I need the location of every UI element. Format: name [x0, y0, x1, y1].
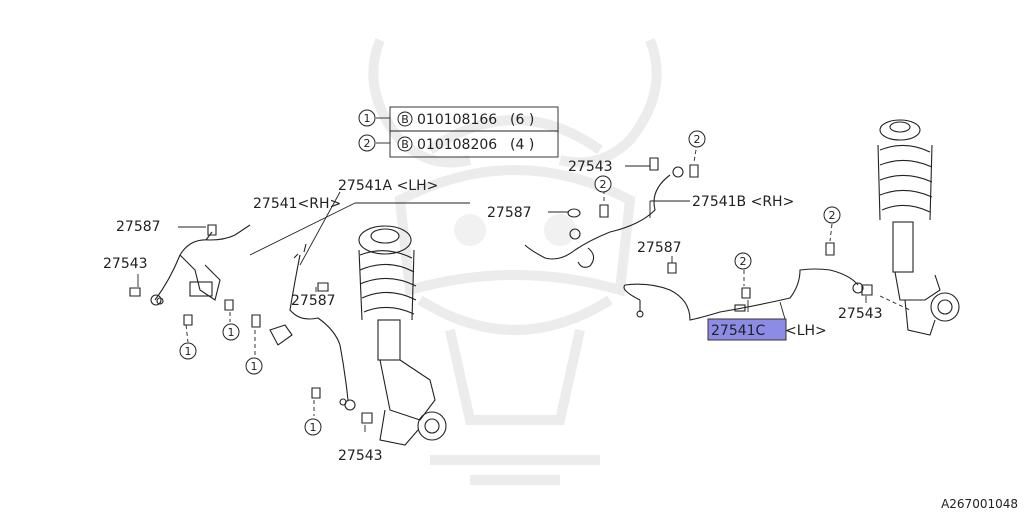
callout-2-b: 2 [594, 175, 612, 193]
legend-row-2-qty: (4 ) [510, 137, 534, 153]
callout-1-d: 1 [304, 418, 322, 436]
callout-markers: 1 1 1 1 2 2 2 2 [179, 130, 841, 436]
legend-table: 1 B 010108166 (6 ) 2 B 010108206 (4 ) [358, 106, 559, 158]
sensor-harness-27541a-lh [269, 243, 356, 411]
label-27541-rh: 27541<RH> [253, 196, 341, 212]
label-27587-right: 27587 [487, 205, 532, 221]
label-27587-mid: 27587 [291, 293, 336, 309]
sensor-harness-27541c-lh [623, 268, 864, 321]
legend-row-2-num: 2 [364, 137, 371, 150]
label-27541c-side: <LH> [785, 323, 827, 339]
leader-lines [137, 149, 911, 432]
fasteners [129, 157, 873, 424]
label-27541b-rh: 27541B <RH> [692, 194, 794, 210]
svg-text:1: 1 [251, 360, 258, 373]
left-strut-assembly [358, 225, 447, 446]
legend-row-1-num: 1 [364, 112, 371, 125]
svg-text:2: 2 [829, 209, 836, 222]
label-27541c-num: 27541C [711, 323, 766, 339]
label-27543-bottom: 27543 [338, 448, 383, 464]
figure-id: A267001048 [941, 497, 1018, 511]
label-27543-right: 27543 [838, 306, 883, 322]
legend-row-1: 1 B 010108166 (6 ) [358, 109, 534, 128]
svg-text:2: 2 [600, 178, 607, 191]
label-27587-center: 27587 [637, 240, 682, 256]
callout-2-c: 2 [734, 252, 752, 270]
legend-row-1-qty: (6 ) [510, 112, 534, 128]
label-27541a-lh: 27541A <LH> [338, 178, 438, 194]
callout-2-d: 2 [823, 206, 841, 224]
right-strut-assembly [877, 119, 960, 336]
watermark-logo [368, 38, 662, 485]
legend-row-1-part: 010108166 [417, 112, 497, 128]
legend-row-2-part: 010108206 [417, 137, 497, 153]
sensor-harness-27541-rh [150, 224, 251, 306]
label-27543-top: 27543 [568, 159, 613, 175]
legend-row-2: 2 B 010108206 (4 ) [358, 134, 534, 153]
svg-text:1: 1 [228, 326, 235, 339]
svg-text:2: 2 [694, 133, 701, 146]
label-27543-left: 27543 [103, 256, 148, 272]
svg-text:2: 2 [740, 255, 747, 268]
legend-row-2-code: B [401, 138, 409, 151]
svg-text:1: 1 [310, 421, 317, 434]
callout-1-a: 1 [179, 342, 197, 360]
callout-1-b: 1 [222, 323, 240, 341]
highlight-27541c [707, 318, 787, 341]
legend-row-1-code: B [401, 113, 409, 126]
callout-1-c: 1 [245, 357, 263, 375]
svg-text:1: 1 [185, 345, 192, 358]
part-labels: 27541A <LH> 27541<RH> 27587 27543 27587 … [103, 159, 883, 464]
sensor-harness-27541b-rh [524, 166, 684, 268]
callout-2-a: 2 [688, 130, 706, 148]
label-27587-left: 27587 [116, 219, 161, 235]
